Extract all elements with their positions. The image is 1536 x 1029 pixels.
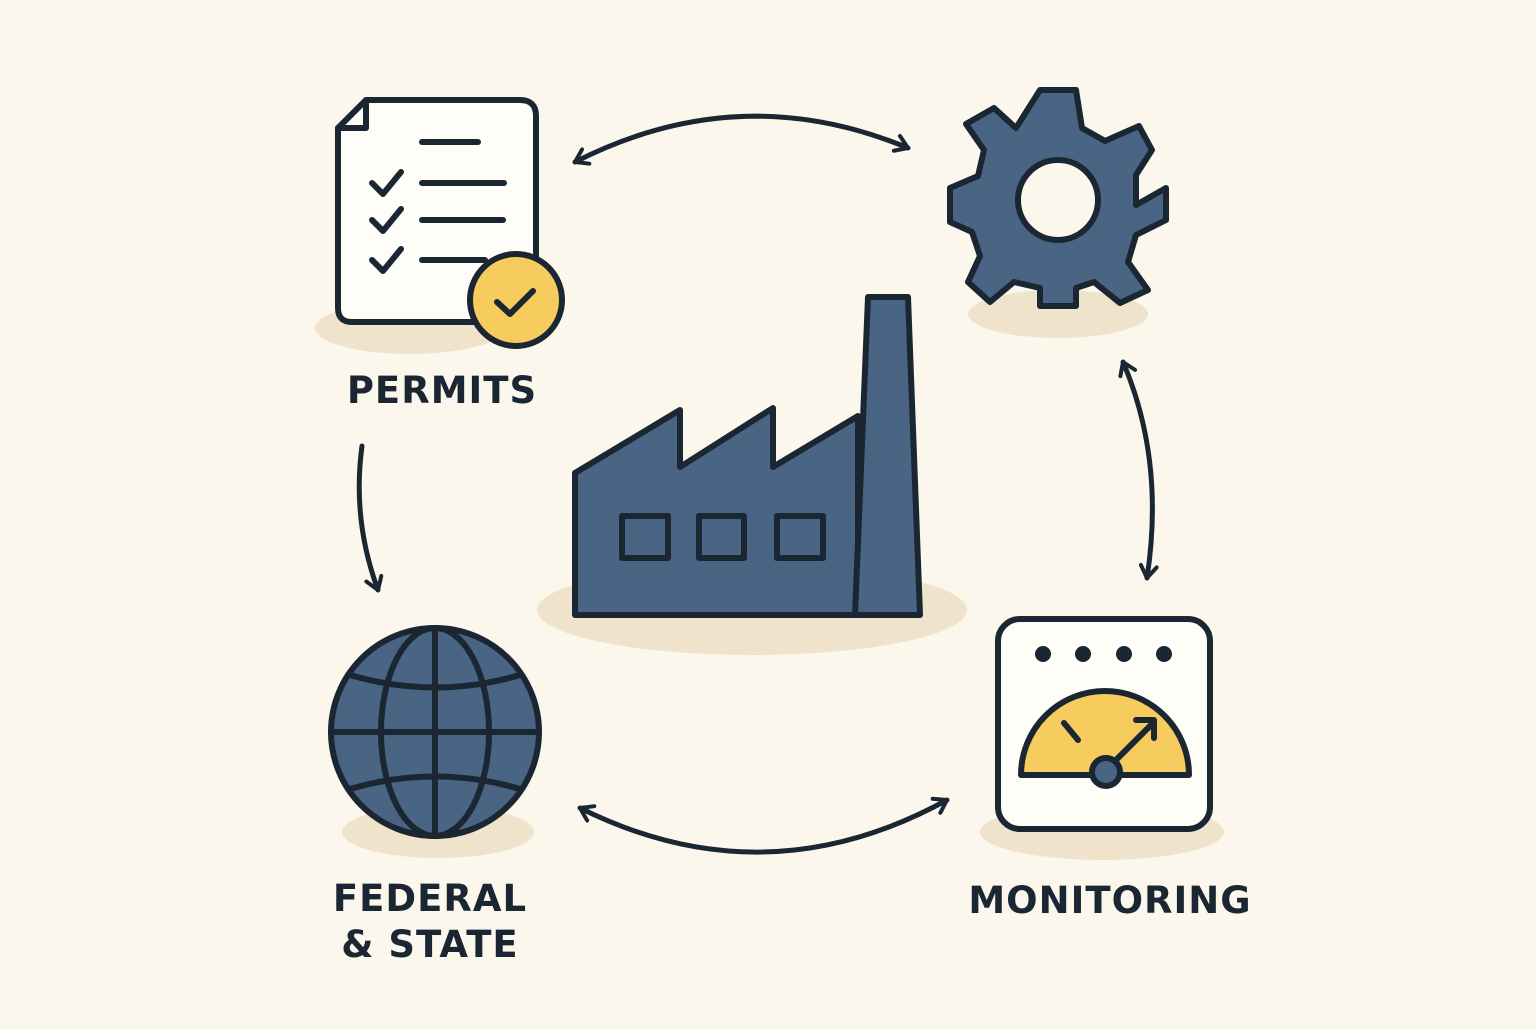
- indicator-dot-3: [1116, 646, 1132, 662]
- factory-window-3: [774, 513, 826, 561]
- gauge-tick: [1061, 720, 1081, 743]
- federal-label-line-1: FEDERAL: [332, 877, 528, 920]
- permits-label: PERMITS: [346, 369, 538, 412]
- indicator-dot-4: [1156, 646, 1172, 662]
- gear-icon: [947, 87, 1169, 309]
- monitoring-label: MONITORING: [968, 879, 1252, 922]
- permit-document-icon: [335, 97, 565, 349]
- arrow-monitoring-federal: [577, 796, 950, 855]
- factory-window-2: [696, 513, 747, 561]
- gauge-dial: [1018, 688, 1192, 778]
- approval-badge: [467, 251, 565, 349]
- cycle-arrows: [356, 113, 1159, 855]
- gauge-pivot: [1089, 755, 1123, 789]
- factory-icon: [572, 294, 923, 618]
- federal-label-line-2: & STATE: [341, 923, 519, 966]
- factory-chimney: [852, 294, 923, 618]
- gear-shadow: [968, 290, 1148, 338]
- federal-state-label: FEDERAL & STATE: [310, 876, 550, 968]
- globe-icon: [328, 625, 542, 839]
- factory-window-1: [619, 513, 671, 561]
- arrow-permits-gear: [572, 113, 911, 166]
- indicator-dot-1: [1035, 646, 1051, 662]
- indicator-dot-2: [1075, 646, 1091, 662]
- gear-hole: [1015, 157, 1101, 243]
- approval-checkmark: [494, 288, 536, 317]
- arrow-permits-federal: [356, 443, 384, 593]
- gauge-monitor-icon: [995, 616, 1213, 832]
- arrow-gear-monitoring: [1118, 359, 1159, 581]
- factory-building: [572, 405, 861, 618]
